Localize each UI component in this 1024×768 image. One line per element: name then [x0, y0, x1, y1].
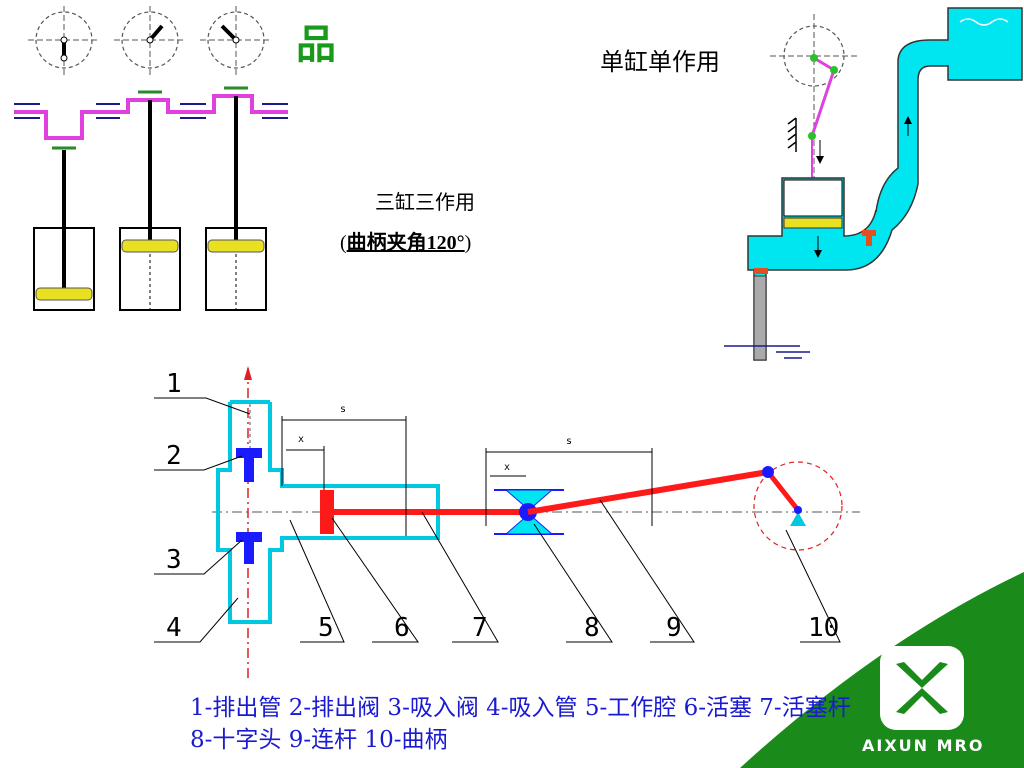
- part-number-3: 3: [166, 545, 182, 575]
- crank-angle-label: (曲柄夹角120°): [340, 226, 471, 255]
- brand-logo-icon: [880, 646, 964, 730]
- part-number-9: 9: [666, 613, 682, 643]
- brand-name: AIXUN MRO: [862, 736, 985, 755]
- part-number-8: 8: [584, 613, 600, 643]
- position-label-1: x: [298, 434, 304, 445]
- part-number-1: 1: [166, 369, 182, 399]
- part-number-7: 7: [472, 613, 488, 643]
- single-acting-label: 单缸单作用: [600, 48, 720, 76]
- crank-angle-close-paren: ): [464, 232, 472, 254]
- part-number-5: 5: [318, 613, 334, 643]
- brand-corner: [740, 572, 1024, 768]
- parts-caption: 1-排出管 2-排出阀 3-吸入阀 4-吸入管 5-工作腔 6-活塞 7-活塞杆…: [190, 695, 851, 753]
- crank-angle-open-paren: (: [340, 232, 347, 254]
- triple-acting-label: 三缸三作用: [375, 190, 475, 214]
- stroke-label-2: s: [566, 436, 572, 447]
- part-number-2: 2: [166, 441, 182, 471]
- position-label-2: x: [504, 462, 510, 473]
- part-number-4: 4: [166, 613, 182, 643]
- stroke-label-1: s: [340, 404, 346, 415]
- pump-mechanism-diagram: s x s x 1 2 3 4 5 6 7 8 9 10: [154, 366, 860, 680]
- triple-cylinder-diagram: [14, 6, 288, 311]
- part-number-6: 6: [394, 613, 410, 643]
- part-number-10: 10: [808, 613, 839, 643]
- slide-title: 品: [296, 22, 336, 68]
- crank-angle-text: 曲柄夹角120°: [346, 232, 465, 254]
- single-cylinder-diagram: [724, 7, 1023, 361]
